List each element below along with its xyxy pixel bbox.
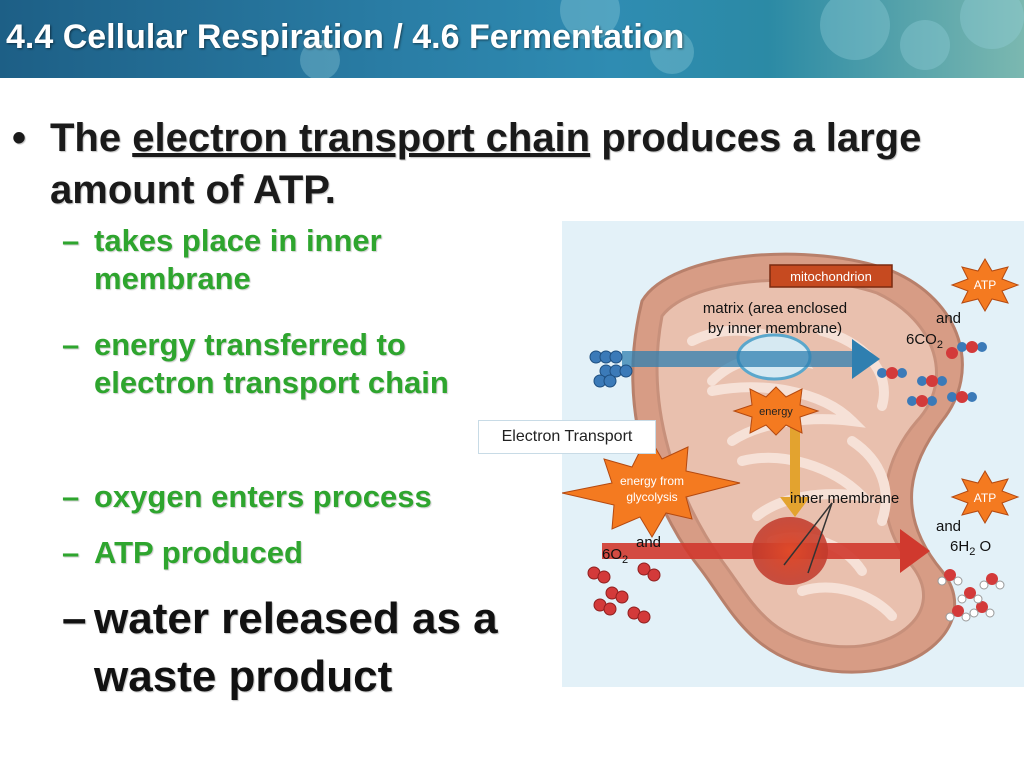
key-term: electron transport chain [132,116,591,160]
dash: – [62,327,80,362]
slide-title: 4.4 Cellular Respiration / 4.6 Fermentat… [6,18,685,56]
matrix-label-line2: by inner membrane) [708,320,842,337]
and-label-bottom: and [936,518,961,535]
and-label-top: and [936,310,961,327]
sub-bullet-text: oxygen enters process [94,479,432,514]
dash: – [62,223,80,258]
atp-burst-top [950,258,1020,312]
co2-molecules [877,341,987,407]
sub-bullet-2: – energy transferred to electron transpo… [62,326,522,402]
atp-burst-bottom [950,470,1020,524]
dash: – [62,594,87,643]
nadh-molecules [589,350,633,388]
energy-burst [732,386,820,436]
glycolysis-label-line2: glycolysis [626,490,677,504]
red-arrow-head [900,529,930,573]
dash: – [62,479,80,514]
sub-bullet-text: takes place in inner membrane [94,223,382,296]
energy-label: energy [759,406,793,418]
blue-arrow-body [622,351,852,367]
mitochondrion-illustration: mitochondrion matrix (area enclosed by i… [562,252,1020,674]
main-bullet-suffix: produces a large amount of ATP. [50,116,922,212]
o2-label: 6O2 [602,546,628,566]
atp-label-top: ATP [974,278,996,292]
atp-label-bottom: ATP [974,491,996,505]
yellow-arrow-head [780,497,810,517]
title-bar: 4.4 Cellular Respiration / 4.6 Fermentat… [0,0,1024,78]
electron-transport-diagram: mitochondrion matrix (area enclosed by i… [562,221,1024,687]
mitochondrion-label-box [769,264,893,288]
and-label-o2: and [636,534,661,551]
yellow-arrow-body [790,421,800,501]
mitochondrion-label: mitochondrion [790,269,872,284]
atp-synthase-hotspot [752,517,828,585]
dash: – [62,535,80,570]
sub-bullet-text: water released as a waste product [94,594,498,701]
inner-membrane-label: inner membrane [790,490,899,507]
sub-bullet-3: – oxygen enters process [62,478,542,516]
sub-bullet-1: – takes place in inner membrane [62,222,492,298]
sub-bullet-text: energy transferred to electron transport… [94,327,449,400]
sub-bullet-4: – ATP produced [62,534,542,572]
h2o-molecules [937,569,1005,622]
main-bullet-text: The electron transport chain produces a … [50,112,942,216]
main-bullet: • The electron transport chain produces … [12,112,942,216]
co2-label: 6CO2 [906,331,943,351]
glycolysis-label-line1: energy from [620,474,684,488]
electron-transport-caption: Electron Transport [478,420,656,454]
matrix-label-line1: matrix (area enclosed [703,300,847,317]
o2-molecules [587,562,661,624]
blue-arrow-head [852,339,880,379]
sub-bullet-5: – water released as a waste product [62,590,542,706]
main-bullet-prefix: The [50,116,133,160]
bullet-dot: • [12,116,27,160]
glycolysis-burst [562,433,741,538]
sub-bullet-text: ATP produced [94,535,303,570]
h2o-label: 6H2 O [950,538,991,558]
